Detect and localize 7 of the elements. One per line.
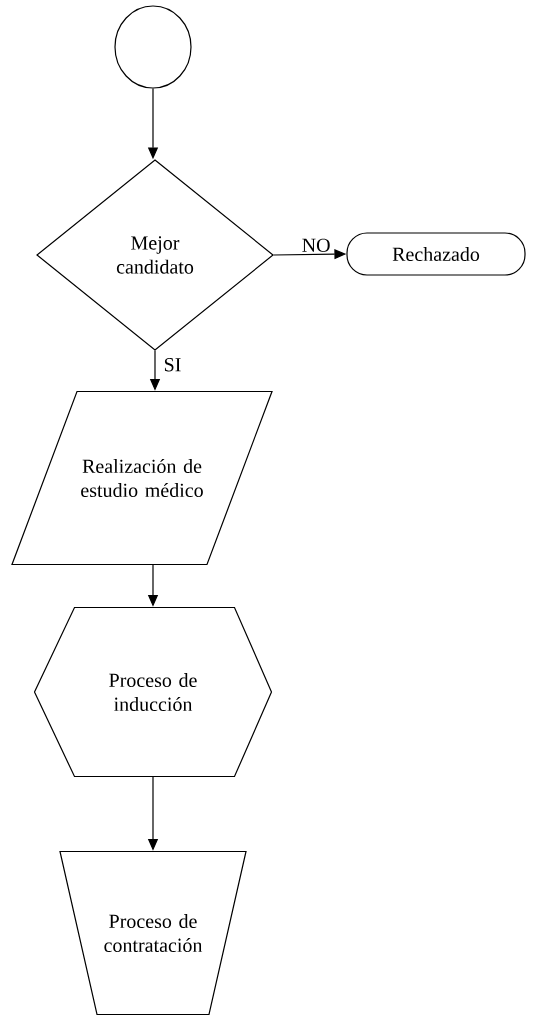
start-circle xyxy=(114,5,192,89)
terminator-box: Rechazado xyxy=(346,232,526,276)
edge-label: SI xyxy=(164,358,181,372)
data-parallelogram: Realización de estudio médico xyxy=(11,390,273,566)
edge-label: NO xyxy=(302,238,330,253)
preparation-hexagon: Proceso de inducción xyxy=(33,606,273,778)
manual-operation-box: Proceso de contratación xyxy=(59,850,247,1016)
